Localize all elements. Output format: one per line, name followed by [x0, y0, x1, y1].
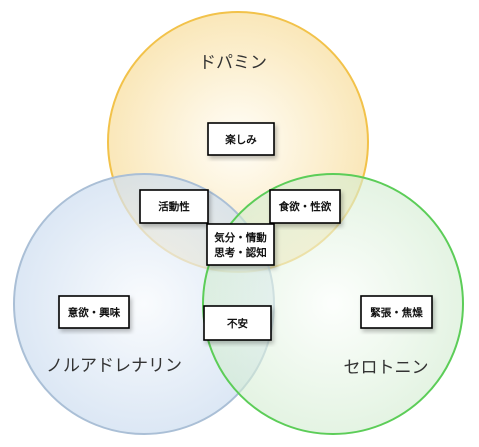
region-label-dopamine-serotonin: 食欲・性欲: [278, 200, 332, 213]
noradrenaline-label: ノルアドレナリン: [46, 356, 182, 376]
region-box-dopamine-noradrenaline: 活動性: [139, 189, 209, 224]
region-label-noradrenaline-serotonin: 不安: [227, 317, 248, 330]
region-box-serotonin-only: 緊張・焦燥: [360, 295, 433, 329]
region-label-center-line2: 思考・認知: [214, 246, 267, 259]
dopamine-label: ドパミン: [199, 53, 267, 73]
region-label-serotonin-only: 緊張・焦燥: [370, 306, 423, 319]
region-box-noradrenaline-serotonin: 不安: [203, 305, 272, 341]
region-box-center: 気分・情動 思考・認知: [206, 223, 275, 266]
region-label-center-line1: 気分・情動: [213, 231, 267, 244]
region-box-dopamine-only: 楽しみ: [207, 122, 275, 156]
region-label-dopamine-noradrenaline: 活動性: [158, 200, 190, 213]
region-label-dopamine-only: 楽しみ: [224, 133, 257, 146]
region-box-dopamine-serotonin: 食欲・性欲: [269, 189, 341, 224]
serotonin-label: セロトニン: [344, 358, 429, 378]
region-label-noradrenaline-only: 意欲・興味: [68, 306, 121, 319]
region-box-noradrenaline-only: 意欲・興味: [58, 295, 130, 329]
